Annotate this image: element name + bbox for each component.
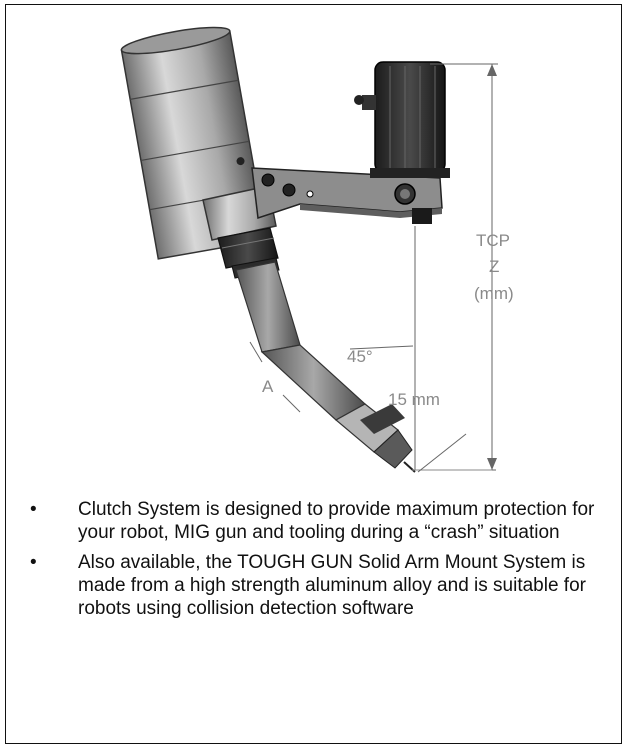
list-item-text: Also available, the TOUGH GUN Solid Arm … — [78, 552, 586, 619]
mounting-arm — [251, 167, 443, 224]
list-item-text: Clutch System is designed to provide max… — [78, 499, 595, 543]
mm-label: (mm) — [474, 284, 514, 303]
tcp-label: TCP — [476, 231, 510, 250]
list-item: • Also available, the TOUGH GUN Solid Ar… — [18, 551, 618, 620]
gooseneck — [235, 261, 416, 473]
dimension-lines — [249, 63, 498, 473]
mig-gun-diagram — [120, 26, 498, 473]
bullet-icon: • — [30, 499, 37, 520]
list-item: • Clutch System is designed to provide m… — [18, 498, 618, 544]
a-label: A — [262, 377, 274, 396]
offset-label: 15 mm — [388, 390, 440, 409]
angle-label: 45° — [347, 347, 373, 366]
clutch-sensor — [354, 61, 450, 178]
feature-list: • Clutch System is designed to provide m… — [18, 498, 618, 627]
z-label: Z — [489, 257, 499, 276]
bullet-icon: • — [30, 552, 37, 573]
dimension-labels: TCP Z (mm) 45° A 15 mm — [262, 231, 514, 409]
